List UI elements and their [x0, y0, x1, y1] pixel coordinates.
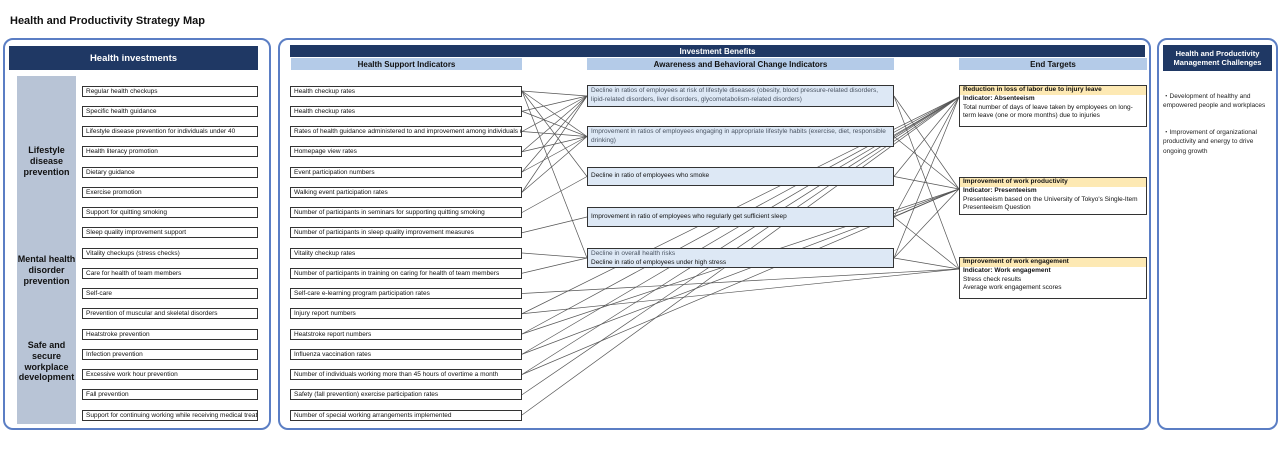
- connector-line: [521, 95, 588, 153]
- connector-line: [893, 257, 960, 270]
- connector-line: [893, 136, 960, 190]
- investment-item: Infection prevention: [82, 348, 258, 360]
- awareness-indicator: Improvement in ratios of employees engag…: [587, 126, 894, 147]
- end-target-indicator: Indicator: Presenteeism: [963, 186, 1037, 194]
- support-indicator: Number of participants in seminars for s…: [290, 207, 522, 218]
- awareness-text: Decline in ratios of employees at risk o…: [591, 87, 879, 103]
- awareness-text: Improvement in ratios of employees engag…: [591, 128, 886, 144]
- support-indicator: Heatstroke report numbers: [290, 328, 522, 340]
- challenge-item: ・Development of healthy and empowered pe…: [1163, 93, 1266, 110]
- awareness-indicator: Improvement in ratio of employees who re…: [587, 207, 894, 227]
- end-target-indicator: Indicator: Absenteeism: [963, 94, 1035, 102]
- support-indicator: Walking event participation rates: [290, 186, 522, 198]
- awareness-indicator: Decline in ratios of employees at risk o…: [587, 85, 894, 107]
- investment-benefits-header: Investment Benefits: [290, 45, 1145, 57]
- end-target-title: Reduction in loss of labor due to injury…: [960, 86, 1146, 95]
- health-investments-panel: [3, 38, 271, 430]
- challenge-item: ・Improvement of organizational productiv…: [1163, 129, 1257, 155]
- awareness-text: Decline in overall health risks: [591, 250, 676, 257]
- end-targets-header: End Targets: [959, 58, 1147, 70]
- investment-item: Dietary guidance: [82, 166, 258, 178]
- support-indicator: Rates of health guidance administered to…: [290, 126, 522, 137]
- support-indicator: Homepage view rates: [290, 146, 522, 158]
- connector-line: [521, 95, 588, 173]
- connector-line: [521, 216, 588, 234]
- connector-line: [893, 96, 960, 218]
- support-indicator: Number of participants in training on ca…: [290, 267, 522, 279]
- connector-line: [521, 95, 588, 193]
- connector-line: [893, 96, 960, 259]
- investment-item: Care for health of team members: [82, 267, 258, 279]
- connector-line: [521, 136, 588, 173]
- investment-item: Specific health guidance: [82, 105, 258, 117]
- awareness-text: Improvement in ratio of employees who re…: [591, 212, 787, 220]
- connector-line: [521, 268, 960, 294]
- challenges-panel: [1157, 38, 1278, 430]
- end-target-indicator: Indicator: Work engagement: [963, 266, 1051, 274]
- awareness-indicators-header: Awareness and Behavioral Change Indicato…: [587, 58, 894, 70]
- support-indicator: Number of individuals working more than …: [290, 369, 522, 380]
- connector-line: [521, 176, 588, 213]
- support-indicator: Injury report numbers: [290, 308, 522, 320]
- connector-line: [893, 96, 960, 177]
- support-indicator: Health checkup rates: [290, 85, 522, 97]
- support-indicator: Influenza vaccination rates: [290, 348, 522, 360]
- support-indicators-header: Health Support Indicators: [291, 58, 522, 70]
- end-target-title: Improvement of work productivity: [960, 178, 1146, 187]
- connector-line: [521, 268, 960, 315]
- connector-line: [521, 252, 588, 259]
- support-indicator: Number of participants in sleep quality …: [290, 227, 522, 239]
- challenges-header: Health and Productivity Management Chall…: [1163, 45, 1272, 71]
- investment-item: Fall prevention: [82, 389, 258, 401]
- category-label: Safe and secure workplace development: [17, 298, 76, 425]
- connector-line: [521, 136, 588, 193]
- support-indicator: Health checkup rates: [290, 105, 522, 117]
- investment-item: Self-care: [82, 288, 258, 299]
- end-target-detail: Average work engagement scores: [963, 284, 1062, 292]
- connector-line: [893, 96, 960, 137]
- awareness-text: Decline in ratio of employees who smoke: [591, 172, 710, 180]
- connector-line: [893, 95, 960, 190]
- page-title: Health and Productivity Strategy Map: [10, 15, 205, 27]
- connector-line: [521, 257, 588, 274]
- investment-item: Vitality checkups (stress checks): [82, 247, 258, 259]
- category-label: Mental health disorder prevention: [17, 238, 76, 303]
- support-indicator: Event participation numbers: [290, 166, 522, 178]
- investment-item: Excessive work hour prevention: [82, 369, 258, 380]
- investment-item: Support for continuing working while rec…: [82, 409, 258, 421]
- connector-line: [893, 188, 960, 218]
- investment-item: Sleep quality improvement support: [82, 227, 258, 239]
- connector-line: [521, 95, 588, 132]
- support-indicator: Self-care e-learning program participati…: [290, 288, 522, 299]
- investment-item: Prevention of muscular and skeletal diso…: [82, 308, 258, 320]
- end-target-detail: Stress check results: [963, 275, 1022, 283]
- end-target: Reduction in loss of labor due to injury…: [959, 85, 1147, 127]
- support-indicator: Vitality checkup rates: [290, 247, 522, 259]
- category-label: Lifestyle disease prevention: [17, 76, 76, 247]
- awareness-indicator: Decline in ratio of employees who smoke: [587, 167, 894, 186]
- investment-item: Health literacy promotion: [82, 146, 258, 158]
- connector-line: [521, 90, 588, 97]
- investment-item: Exercise promotion: [82, 186, 258, 198]
- support-indicator: Number of special working arrangements i…: [290, 409, 522, 421]
- connector-line: [893, 188, 960, 259]
- investment-item: Regular health checkups: [82, 85, 258, 97]
- end-target-detail: Total number of days of leave taken by e…: [963, 103, 1133, 120]
- connector-line: [521, 95, 588, 112]
- health-investments-header: Health investments: [9, 46, 258, 70]
- connector-line: [893, 216, 960, 270]
- investment-item: Heatstroke prevention: [82, 328, 258, 340]
- connector-line: [521, 90, 588, 259]
- awareness-text: Decline in ratio of employees under high…: [591, 258, 727, 266]
- support-indicator: Safety (fall prevention) exercise partic…: [290, 389, 522, 401]
- investment-benefits-panel: [278, 38, 1151, 430]
- end-target-title: Improvement of work engagement: [960, 258, 1146, 267]
- end-target-detail: Presenteeism based on the University of …: [963, 195, 1138, 212]
- investment-item: Support for quitting smoking: [82, 207, 258, 218]
- investment-item: Lifestyle disease prevention for individ…: [82, 126, 258, 137]
- connector-line: [893, 176, 960, 190]
